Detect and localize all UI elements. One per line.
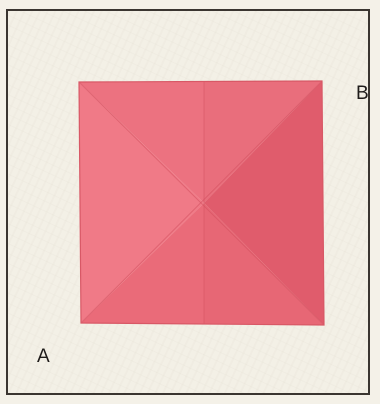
illustration-frame: A B (6, 9, 370, 395)
origami-square-illustration (8, 11, 368, 393)
corner-label-a: A (37, 347, 50, 366)
corner-label-b: B (356, 84, 369, 103)
square-right-half-shade (204, 81, 324, 325)
